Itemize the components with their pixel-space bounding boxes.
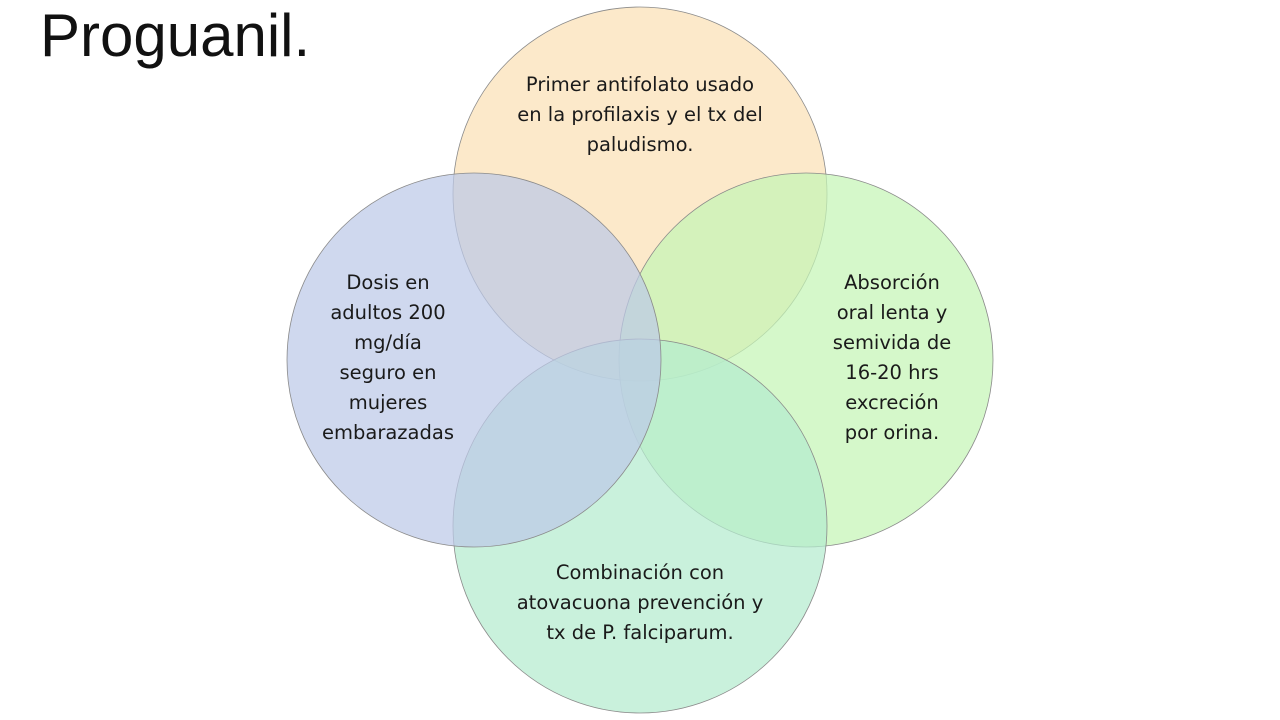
- circle-bottom-text: Combinación con atovacuona prevención y …: [516, 561, 764, 644]
- circle-top-text: Primer antifolato usado en la profilaxis…: [517, 73, 763, 156]
- slide-title: Proguanil.: [40, 2, 311, 69]
- circle-left: [286, 172, 662, 548]
- circle-right-text: Absorción oral lenta y semivida de 16-20…: [832, 271, 952, 444]
- circle-left-text: Dosis en adultos 200 mg/día seguro en mu…: [322, 271, 454, 444]
